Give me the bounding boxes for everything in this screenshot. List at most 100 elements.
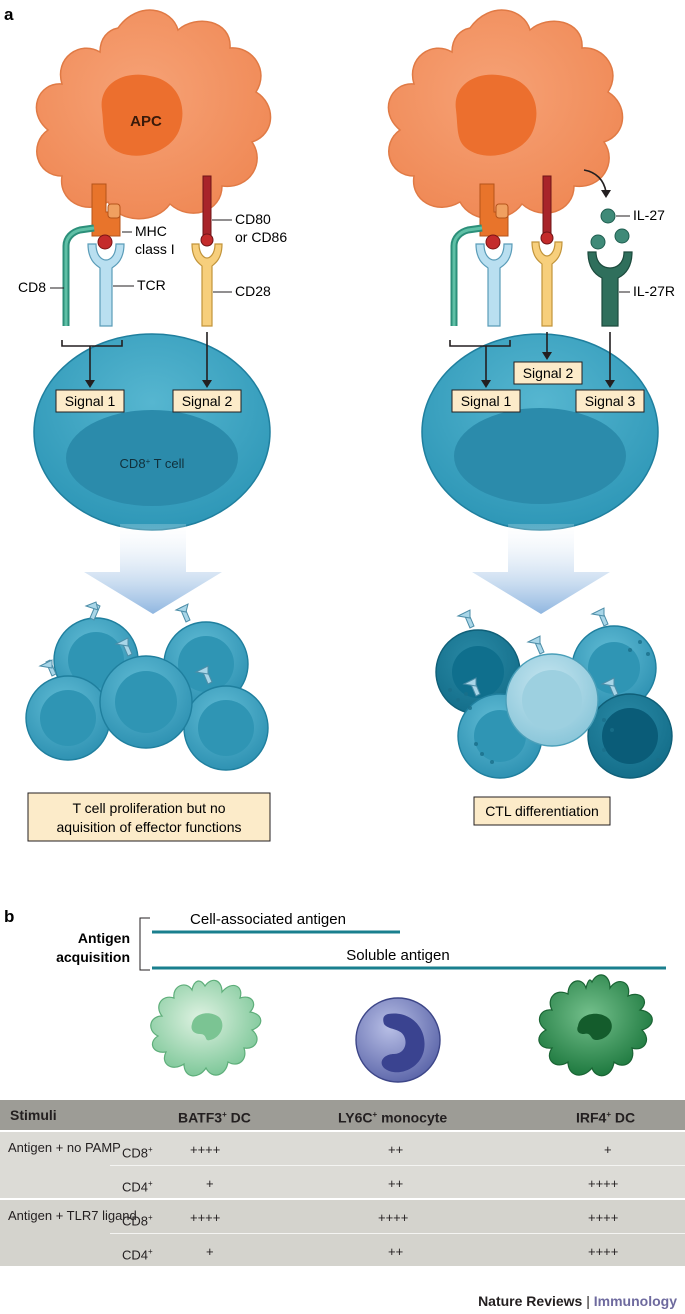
il-27-molecules: IL-27 [583,169,665,250]
cd28-left [191,243,223,327]
table-cell: ++++ [378,1210,409,1225]
svg-text:CD8: CD8 [18,279,46,295]
svg-text:acquisition: acquisition [56,949,130,965]
arrowhead [202,380,212,388]
svg-text:CD28: CD28 [235,283,271,299]
svg-text:MHC: MHC [135,223,167,239]
t-cell-label: CD8+ T cell [120,456,185,471]
journal-name: Nature Reviews [478,1293,583,1309]
table-cell: ++ [388,1176,404,1191]
cell-associated-antigen-bar: Cell-associated antigen [152,911,400,934]
antigen-acquisition-label: Antigen acquisition [56,917,150,971]
il-27-receptor: IL-27R [587,251,675,327]
ly6c-monocyte-cell [355,997,441,1083]
cd80-left [200,175,214,247]
outcome-box-right: CTL differentiation [473,796,611,826]
label-cd80: CD80 or CD86 [212,211,287,245]
table-group-no-pamp: Antigen + no PAMP CD8+ ++++ ++ + CD4+ + … [0,1132,685,1198]
header-stimuli: Stimuli [10,1107,57,1123]
header-irf4-dc: IRF4+ DC [576,1109,636,1126]
table-cell: ++++ [190,1210,221,1225]
arrowhead [542,352,552,360]
svg-text:Signal 3: Signal 3 [585,393,636,409]
svg-text:TCR: TCR [137,277,166,293]
table-cell: ++++ [588,1210,619,1225]
svg-text:class I: class I [135,241,175,257]
journal-section: Immunology [593,1293,677,1309]
table-cell: + [206,1244,214,1259]
label-tcr: TCR [113,277,166,293]
table-cell: CD8+ [122,1213,153,1229]
svg-text:Signal 1: Signal 1 [461,393,512,409]
table-cell: ++ [388,1142,404,1157]
table-cell: ++++ [588,1244,619,1259]
svg-text:T cell proliferation but no: T cell proliferation but no [72,800,225,816]
table-cell: CD4+ [122,1179,153,1195]
table-cell: + [206,1176,214,1191]
group-label: Antigen + no PAMP [8,1140,121,1155]
panel-letter-a: a [4,5,14,24]
tcr-right [475,243,513,327]
journal-footer: Nature Reviews | Immunology [478,1293,677,1309]
svg-text:aquisition of effector functio: aquisition of effector functions [57,819,242,835]
signal-1-box-right: Signal 1 [451,389,521,413]
table-cell: + [604,1142,612,1157]
table-header: Stimuli BATF3+ DC LY6C+ monocyte IRF4+ D… [0,1100,685,1130]
outcome-box-left: T cell proliferation but no aquisition o… [27,792,271,842]
tcr-left [87,243,125,327]
footer-divider: | [582,1293,594,1309]
svg-text:Signal 2: Signal 2 [523,365,574,381]
svg-text:Soluble antigen: Soluble antigen [346,947,449,964]
table-cell: ++ [388,1244,404,1259]
header-batf3-dc: BATF3+ DC [178,1109,251,1126]
svg-text:Signal 2: Signal 2 [182,393,233,409]
svg-text:CD80: CD80 [235,211,271,227]
panel-letter-b: b [4,907,14,926]
arrowhead [85,380,95,388]
irf4-dc-cell [538,974,653,1077]
svg-text:IL-27: IL-27 [633,207,665,223]
signal-arrows-right [449,332,611,382]
signal-2-box-right: Signal 2 [513,361,583,385]
group-label: Antigen + TLR7 ligand [8,1208,137,1223]
apc-label: APC [130,113,162,130]
svg-text:Signal 1: Signal 1 [65,393,116,409]
apc-cell-left: APC [35,9,272,220]
label-mhc: MHC class I [122,223,175,257]
cd8-t-cell-left: CD8+ T cell [33,333,271,531]
proliferating-t-cells [25,601,269,771]
table-cell: ++++ [588,1176,619,1191]
cd28-right [531,241,563,327]
svg-text:IL-27R: IL-27R [633,283,675,299]
apc-cell-right [387,9,624,220]
label-cd28: CD28 [213,283,271,299]
stimuli-table: Stimuli BATF3+ DC LY6C+ monocyte IRF4+ D… [0,1100,685,1266]
table-group-tlr7: Antigen + TLR7 ligand CD8+ ++++ ++++ +++… [0,1200,685,1266]
cd8-coreceptor-right [450,224,483,326]
signal-2-box-left: Signal 2 [172,389,242,413]
arrowhead [605,380,615,388]
svg-text:Antigen: Antigen [78,930,130,946]
table-cell: ++++ [190,1142,221,1157]
signal-1-box-left: Signal 1 [55,389,125,413]
outcome-arrow-right [472,524,610,614]
outcome-arrow-left [84,524,222,614]
label-cd8: CD8 [18,279,64,295]
header-ly6c-monocyte: LY6C+ monocyte [338,1109,448,1126]
mhc-class-i-right [479,183,509,250]
signal-3-box-right: Signal 3 [575,389,645,413]
cd8-coreceptor-left [62,224,95,326]
cd80-right [540,175,554,245]
svg-text:Cell-associated antigen: Cell-associated antigen [190,911,346,928]
arrowhead [481,380,491,388]
signal-arrows-left [61,332,208,382]
table-cell: CD4+ [122,1247,153,1263]
svg-text:CTL differentiation: CTL differentiation [485,803,599,819]
mhc-class-i-left [91,183,121,250]
table-cell: CD8+ [122,1145,153,1161]
ctl-cells [435,607,673,779]
cd8-t-cell-right [421,333,659,531]
soluble-antigen-bar: Soluble antigen [152,947,666,970]
batf3-dc-cell [150,979,262,1077]
svg-text:or CD86: or CD86 [235,229,287,245]
